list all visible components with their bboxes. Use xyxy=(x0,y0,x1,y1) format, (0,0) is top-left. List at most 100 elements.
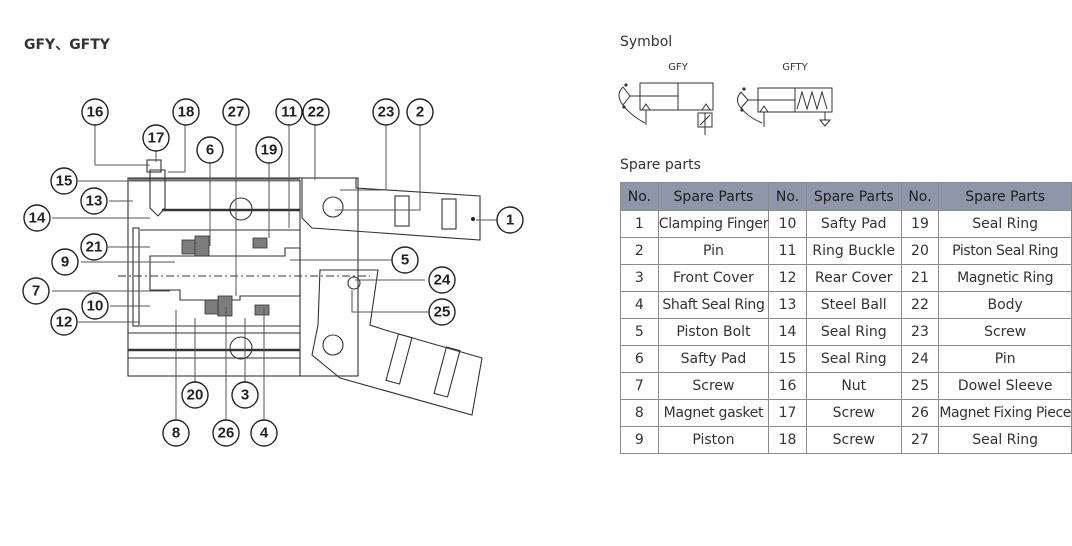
part-no: 12 xyxy=(768,264,807,292)
table-header-row: No. Spare Parts No. Spare Parts No. Spar… xyxy=(620,182,1072,211)
part-name: Body xyxy=(938,291,1072,319)
header-no-1: No. xyxy=(620,182,659,211)
callout-20: 20 xyxy=(181,381,209,409)
part-name: Seal Ring xyxy=(805,318,902,346)
part-no: 5 xyxy=(620,318,659,346)
callout-24: 24 xyxy=(428,266,456,294)
part-no: 9 xyxy=(620,426,659,454)
part-name: Piston Seal Ring xyxy=(938,237,1072,265)
svg-text:19: 19 xyxy=(261,142,278,159)
svg-text:12: 12 xyxy=(56,314,73,331)
part-name: Screw xyxy=(657,372,770,400)
part-no: 11 xyxy=(768,237,807,265)
clamping-finger-lower xyxy=(311,269,483,416)
spare-parts-title: Spare parts xyxy=(620,157,701,173)
part-name: Seal Ring xyxy=(938,426,1072,454)
callout-5: 5 xyxy=(391,246,419,274)
svg-text:13: 13 xyxy=(86,193,103,210)
header-spare-parts-3: Spare Parts xyxy=(938,182,1072,211)
header-spare-parts-1: Spare Parts xyxy=(657,182,770,211)
part-no: 20 xyxy=(900,237,940,265)
callout-6: 6 xyxy=(196,136,224,164)
part-no: 1 xyxy=(620,210,659,238)
callout-26: 26 xyxy=(212,419,240,447)
part-no: 14 xyxy=(768,318,807,346)
symbol-label-gfy: GFY xyxy=(668,62,689,73)
table-row: 8 Magnet gasket 17 Screw 26 Magnet Fixin… xyxy=(620,399,1072,427)
part-no: 26 xyxy=(900,399,940,427)
svg-text:23: 23 xyxy=(378,104,395,121)
part-no: 25 xyxy=(900,372,940,400)
table-row: 6 Safty Pad 15 Seal Ring 24 Pin xyxy=(620,345,1072,373)
callout-22: 22 xyxy=(302,98,330,126)
svg-text:3: 3 xyxy=(241,387,249,404)
part-no: 27 xyxy=(900,426,940,454)
svg-text:24: 24 xyxy=(434,272,451,289)
model-title: GFY、GFTY xyxy=(24,37,110,53)
part-name: Ring Buckle xyxy=(805,237,902,265)
svg-text:20: 20 xyxy=(187,387,204,404)
part-no: 17 xyxy=(768,399,807,427)
part-name: Rear Cover xyxy=(805,264,902,292)
table-row: 1 Clamping Finger 10 Safty Pad 19 Seal R… xyxy=(620,210,1072,238)
callout-2: 2 xyxy=(406,98,434,126)
svg-text:1: 1 xyxy=(506,212,514,229)
svg-text:17: 17 xyxy=(148,130,165,147)
part-name: Front Cover xyxy=(657,264,770,292)
svg-text:4: 4 xyxy=(260,425,269,442)
svg-text:5: 5 xyxy=(401,252,409,269)
svg-text:16: 16 xyxy=(87,104,104,121)
cylinder-body xyxy=(118,159,370,377)
callout-13: 13 xyxy=(80,187,108,215)
part-name: Magnet gasket xyxy=(657,399,770,427)
callout-3: 3 xyxy=(231,381,259,409)
svg-text:2: 2 xyxy=(416,104,424,121)
part-no: 23 xyxy=(900,318,940,346)
part-name: Piston Bolt xyxy=(657,318,770,346)
spare-parts-table: No. Spare Parts No. Spare Parts No. Spar… xyxy=(620,182,1072,454)
callout-16: 16 xyxy=(81,98,109,126)
header-no-2: No. xyxy=(768,182,807,211)
part-no: 3 xyxy=(620,264,659,292)
part-name: Pin xyxy=(657,237,770,265)
table-row: 7 Screw 16 Nut 25 Dowel Sleeve xyxy=(620,372,1072,400)
part-no: 2 xyxy=(620,237,659,265)
table-row: 5 Piston Bolt 14 Seal Ring 23 Screw xyxy=(620,318,1072,346)
svg-text:27: 27 xyxy=(228,104,245,121)
callout-25: 25 xyxy=(428,298,456,326)
table-row: 3 Front Cover 12 Rear Cover 21 Magnetic … xyxy=(620,264,1072,292)
symbol-gfy: GFY xyxy=(618,62,714,135)
part-no: 7 xyxy=(620,372,659,400)
callout-21: 21 xyxy=(80,233,108,261)
svg-text:26: 26 xyxy=(218,425,235,442)
part-name: Pin xyxy=(938,345,1072,373)
svg-text:9: 9 xyxy=(61,254,69,271)
callout-4: 4 xyxy=(250,419,278,447)
table-row: 4 Shaft Seal Ring 13 Steel Ball 22 Body xyxy=(620,291,1072,319)
part-no: 8 xyxy=(620,399,659,427)
part-no: 4 xyxy=(620,291,659,319)
part-no: 16 xyxy=(768,372,807,400)
part-no: 21 xyxy=(900,264,940,292)
svg-text:7: 7 xyxy=(32,283,40,300)
part-name: Safty Pad xyxy=(657,345,770,373)
callout-1: 1 xyxy=(496,206,524,234)
part-no: 15 xyxy=(768,345,807,373)
part-name: Shaft Seal Ring xyxy=(657,291,770,319)
callout-23: 23 xyxy=(372,98,400,126)
part-name: Nut xyxy=(805,372,902,400)
svg-text:18: 18 xyxy=(178,104,195,121)
callout-27: 27 xyxy=(222,98,250,126)
part-no: 13 xyxy=(768,291,807,319)
callout-12: 12 xyxy=(50,308,78,336)
svg-text:8: 8 xyxy=(172,425,180,442)
part-name: Screw xyxy=(938,318,1072,346)
callout-14: 14 xyxy=(23,204,51,232)
callout-11: 11 xyxy=(275,98,303,126)
part-name: Screw xyxy=(805,426,902,454)
leader-lines xyxy=(52,123,497,420)
svg-text:21: 21 xyxy=(86,239,103,256)
part-name: Safty Pad xyxy=(805,210,902,238)
part-name: Screw xyxy=(805,399,902,427)
callout-17: 17 xyxy=(142,124,170,152)
